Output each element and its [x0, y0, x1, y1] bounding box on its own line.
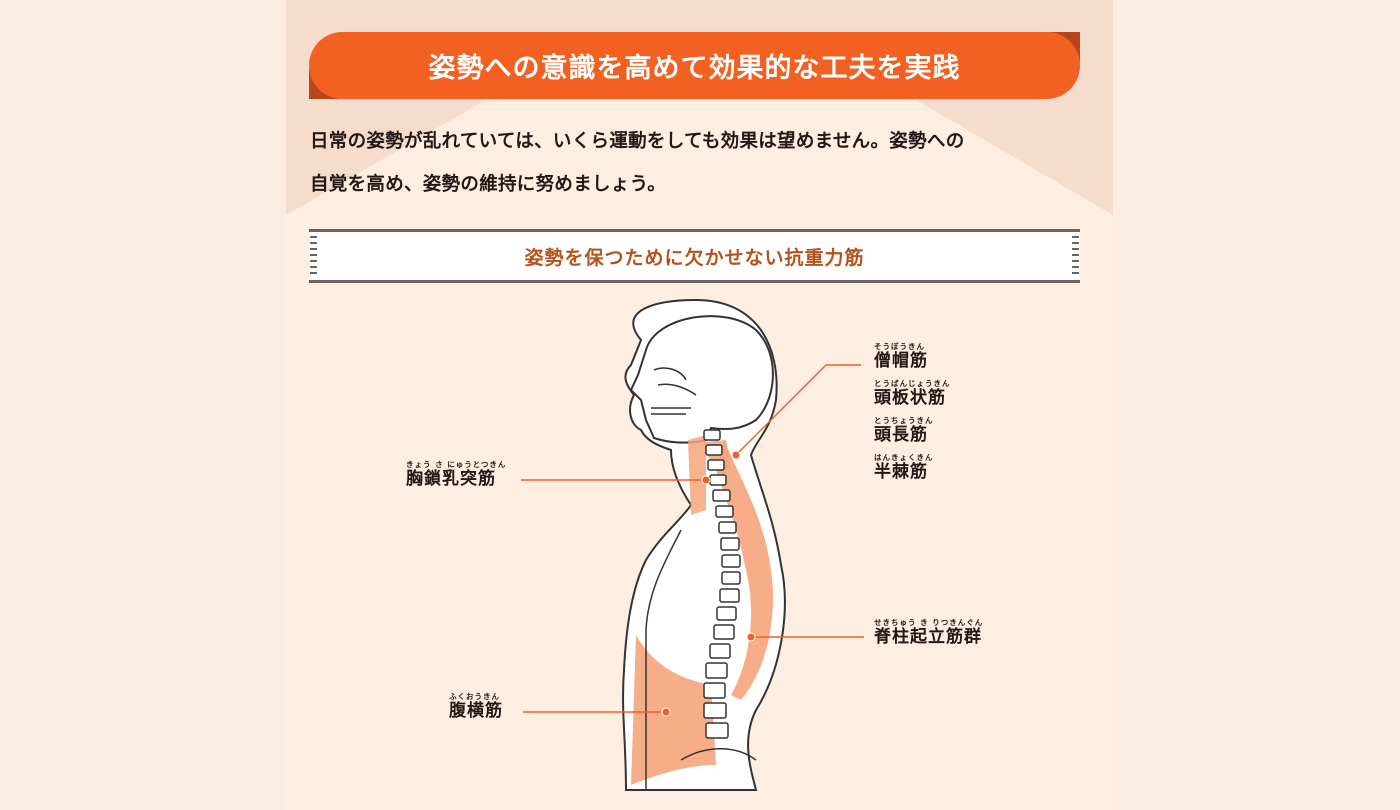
muscle-label-sternocleidomastoid: きょう さ にゅうとつきん 胸鎖乳突筋 [406, 460, 507, 489]
muscle-label-semispinalis: はんきょくきん 半棘筋 [874, 453, 934, 482]
article-panel: 姿勢への意識を高めて効果的な工夫を実践 日常の姿勢が乱れていては、いくら運動をし… [286, 0, 1113, 810]
section-title: 姿勢を保つために欠かせない抗重力筋 [524, 246, 865, 269]
muscle-label-transversus-abdominis: ふくおうきん 腹横筋 [449, 692, 503, 721]
muscle-label-splenius-capitis: とうばんじょうきん 頭板状筋 [874, 379, 951, 408]
page-title: 姿勢への意識を高めて効果的な工夫を実践 [428, 53, 961, 84]
decorative-ticks [310, 236, 317, 276]
anatomy-illustration: そうぼうきん 僧帽筋 とうばんじょうきん 頭板状筋 とうちょうきん 頭長筋 はん… [286, 290, 1113, 810]
muscle-label-trapezius: そうぼうきん 僧帽筋 [874, 342, 928, 371]
intro-line: 日常の姿勢が乱れていては、いくら運動をしても効果は望めません。姿勢への [310, 131, 965, 152]
muscle-label-erector-spinae: せきちゅう き りつきんぐん 脊柱起立筋群 [874, 618, 984, 647]
intro-line: 自覚を高め、姿勢の維持に努めましょう。 [310, 174, 667, 195]
muscle-label-longus-capitis: とうちょうきん 頭長筋 [874, 416, 934, 445]
skeleton-figure [521, 298, 864, 791]
section-heading-box: 姿勢を保つために欠かせない抗重力筋 [309, 229, 1080, 283]
intro-paragraph: 日常の姿勢が乱れていては、いくら運動をしても効果は望めません。姿勢への 自覚を高… [310, 120, 1100, 206]
header-banner: 姿勢への意識を高めて効果的な工夫を実践 [309, 32, 1080, 99]
decorative-ticks [1072, 236, 1079, 276]
